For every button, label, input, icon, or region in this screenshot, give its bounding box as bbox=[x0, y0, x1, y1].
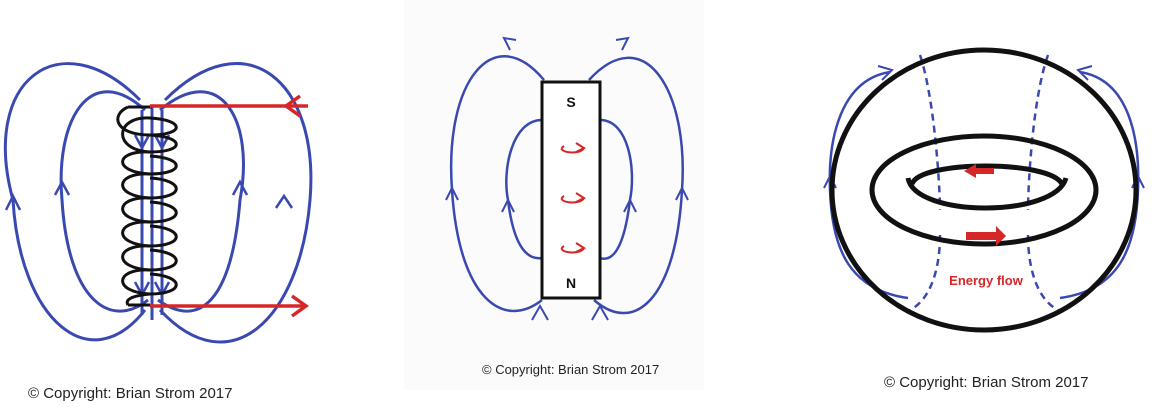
bar-magnet-diagram: S N bbox=[445, 36, 689, 321]
torus-arrow-top-right bbox=[1076, 65, 1093, 81]
torus-field-outer-right bbox=[1059, 70, 1140, 300]
magnet-arrow-inner-right bbox=[623, 197, 637, 213]
torus-outline bbox=[829, 47, 1139, 333]
torus-field-dashed-right-top bbox=[1026, 54, 1050, 211]
bar-magnet bbox=[540, 80, 602, 300]
arrow-up-left-inner bbox=[53, 179, 71, 196]
bar-magnet-diagram-panel: S N © Copyright: Brian Strom 2017 bbox=[404, 0, 704, 390]
copyright-text: © Copyright: Brian Strom 2017 bbox=[482, 362, 660, 377]
torus-field-dashed-right-bottom bbox=[1026, 234, 1059, 312]
torus-diagram: Energy flow bbox=[823, 47, 1145, 333]
magnet-arrow-bottom-right bbox=[591, 303, 609, 321]
coil-turn-6 bbox=[121, 244, 178, 272]
copyright-text: © Copyright: Brian Strom 2017 bbox=[28, 385, 233, 402]
magnet-field-outer-right bbox=[588, 56, 684, 315]
copyright-text: © Copyright: Brian Strom 2017 bbox=[884, 374, 1089, 391]
energy-flow-label: Energy flow bbox=[949, 273, 1024, 288]
arrow-up-right-outer bbox=[274, 193, 294, 209]
current-arrows bbox=[150, 94, 310, 318]
arrow-down-core-1 bbox=[133, 134, 151, 151]
arrow-up-left-outer bbox=[4, 193, 22, 211]
field-line-outer-right bbox=[158, 62, 313, 344]
torus-tube-outer bbox=[869, 133, 1099, 247]
torus-field-outer-left bbox=[828, 70, 909, 300]
coil-turn-4 bbox=[121, 196, 178, 224]
magnet-field-outer-left bbox=[449, 55, 545, 313]
coil-turn-1 bbox=[116, 105, 178, 154]
magnet-field-inner-right bbox=[599, 118, 634, 260]
magnet-arrow-left bbox=[445, 185, 459, 201]
coil-lead-bottom bbox=[125, 292, 151, 307]
pole-label-north: N bbox=[566, 275, 576, 291]
torus-field-dashed-left-top bbox=[918, 54, 942, 211]
arrow-down-core-3b bbox=[153, 281, 171, 298]
torus-tube-inner-top bbox=[909, 163, 1065, 186]
magnet-arrow-bottom-left bbox=[531, 303, 549, 321]
field-lines bbox=[3, 62, 313, 344]
torus-tube-inner-bottom bbox=[905, 176, 1069, 211]
magnet-arrow-top-left bbox=[502, 36, 517, 51]
torus-field-dashed-left-bottom bbox=[909, 234, 942, 312]
current-loop-2 bbox=[560, 192, 587, 204]
flow-arrow-top bbox=[964, 164, 994, 178]
energy-flow-arrows bbox=[964, 164, 1006, 246]
pole-label-south: S bbox=[566, 94, 575, 110]
current-arrowhead-in bbox=[282, 94, 302, 118]
field-line-inner-right bbox=[157, 90, 245, 313]
arrow-up-right-inner bbox=[231, 179, 249, 196]
field-line-outer-left bbox=[3, 62, 147, 342]
coil-turn-3 bbox=[121, 172, 178, 200]
torus-outer-ring bbox=[829, 47, 1139, 333]
magnet-arrow-right bbox=[675, 185, 689, 201]
magnet-arrow-top-right bbox=[615, 36, 630, 51]
arrow-down-core-3 bbox=[153, 134, 171, 151]
solenoid-diagram-panel: © Copyright: Brian Strom 2017 bbox=[0, 0, 340, 409]
flow-arrow-bottom bbox=[966, 226, 1006, 246]
coil-turn-2 bbox=[121, 150, 178, 176]
solenoid-diagram bbox=[3, 62, 313, 344]
magnet-arrowheads bbox=[445, 36, 689, 321]
coil-windings bbox=[116, 105, 178, 307]
magnet-arrow-inner-left bbox=[501, 197, 515, 213]
magnet-field-inner-left bbox=[505, 118, 543, 260]
current-loop-1 bbox=[560, 142, 587, 154]
torus-diagram-panel: Energy flow © Copyright: Brian Strom 201… bbox=[810, 0, 1156, 409]
field-line-inner-left bbox=[59, 90, 149, 313]
current-loop-3 bbox=[560, 242, 587, 254]
current-arrowhead-out bbox=[290, 294, 310, 318]
current-loops bbox=[560, 142, 587, 254]
coil-turn-5 bbox=[121, 220, 178, 248]
torus-arrow-top-left bbox=[877, 65, 894, 81]
